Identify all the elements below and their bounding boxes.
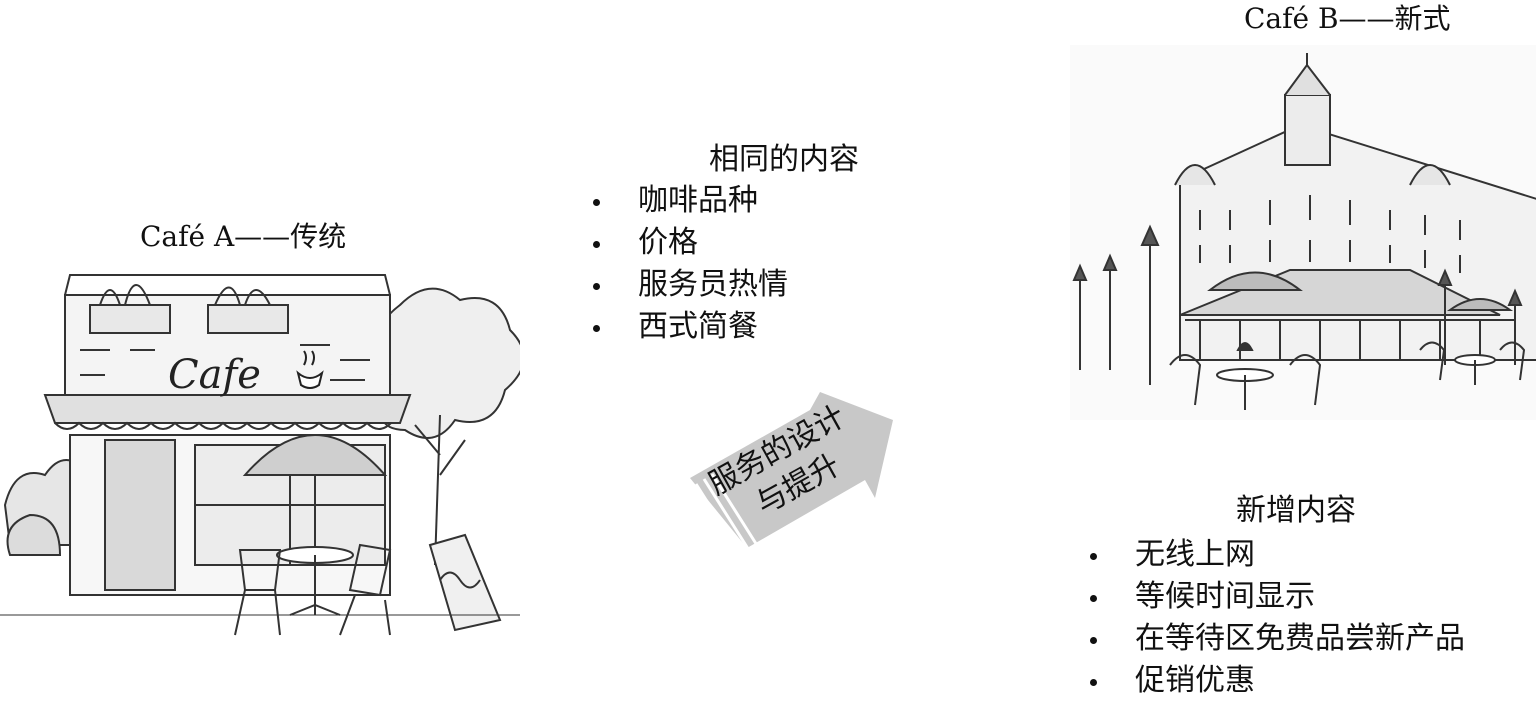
cafe-b-illustration (1070, 45, 1536, 420)
cafe-a-sign: Cafe (168, 352, 261, 398)
list-item: 价格 (590, 222, 788, 264)
list-item: 促销优惠 (1087, 660, 1465, 702)
common-content-title: 相同的内容 (709, 142, 859, 178)
list-item: 咖啡品种 (590, 180, 788, 222)
new-content-title: 新增内容 (1236, 493, 1356, 529)
cafe-a-illustration: Cafe (0, 255, 520, 655)
common-content-list: 咖啡品种 价格 服务员热情 西式简餐 (590, 180, 788, 348)
list-item: 服务员热情 (590, 264, 788, 306)
list-item: 在等待区免费品尝新产品 (1087, 618, 1465, 660)
new-content-list: 无线上网 等候时间显示 在等待区免费品尝新产品 促销优惠 (1087, 534, 1465, 702)
list-item: 无线上网 (1087, 534, 1465, 576)
cafe-a-title: Café A——传统 (140, 220, 346, 254)
list-item: 西式简餐 (590, 306, 788, 348)
list-item: 等候时间显示 (1087, 576, 1465, 618)
cafe-b-title: Café B——新式 (1244, 2, 1451, 36)
